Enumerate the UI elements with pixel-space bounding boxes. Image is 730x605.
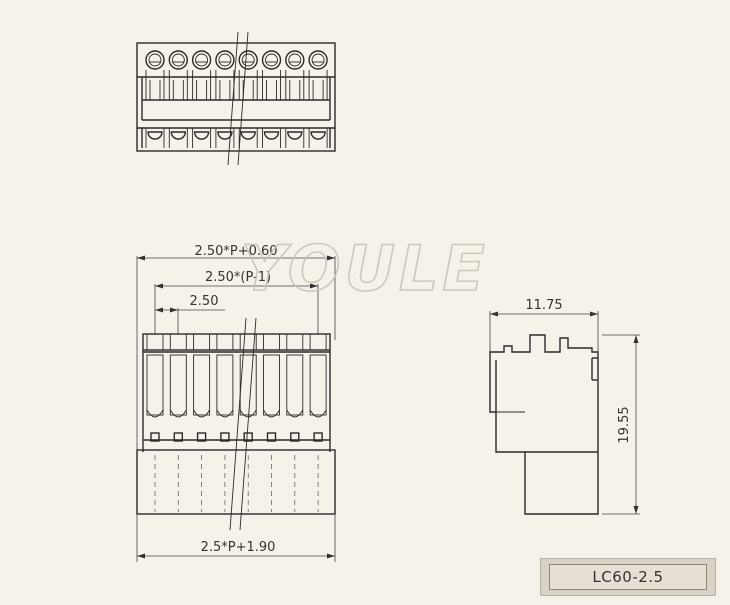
dim-depth: 11.75 — [525, 298, 562, 313]
pin-contact-bottom — [240, 131, 256, 140]
pin-circle-outer — [191, 50, 212, 70]
pin-cavity — [216, 354, 234, 416]
pin-cap — [169, 333, 187, 351]
pin-cavity-bottom — [309, 409, 327, 418]
pin-cavity — [193, 354, 211, 416]
pin-cap — [263, 333, 280, 351]
pin-circle-inner — [241, 53, 255, 67]
pin-cavity-bottom — [216, 409, 234, 418]
watermark-text: YOULE — [241, 232, 489, 305]
front-base-block — [136, 449, 336, 515]
pin-contact-bottom — [170, 131, 187, 140]
pin-circle-inner — [171, 53, 185, 67]
pin-cap — [309, 333, 327, 351]
top-view — [136, 42, 336, 152]
pin-circle-inner — [311, 53, 325, 67]
pin-cavity-bottom — [146, 409, 164, 418]
pin-cavity-bottom — [286, 409, 304, 418]
pin-square — [266, 432, 277, 442]
pin-square — [196, 432, 207, 442]
pin-cavity-bottom — [263, 409, 280, 418]
break-lines — [227, 31, 257, 531]
front-top-band — [142, 333, 331, 351]
pin-circle-outer — [168, 50, 189, 70]
pin-square — [220, 432, 230, 442]
side-profile — [489, 334, 599, 515]
pin-cap — [146, 333, 164, 351]
pin-circle-outer — [308, 50, 328, 70]
pin-cavity — [169, 354, 187, 416]
pin-contact-bottom — [147, 131, 163, 140]
dim-total-bottom: 2.5*P+1.90 — [201, 540, 276, 555]
pin-cavity-bottom — [193, 409, 210, 418]
pin-circle-outer — [215, 50, 235, 70]
pin-contact-bottom — [263, 131, 280, 140]
front-view-pins — [146, 333, 327, 512]
top-view-outline — [136, 42, 336, 152]
pin-contact-bottom — [287, 131, 303, 140]
pin-contact-bottom — [310, 131, 326, 140]
pin-square — [173, 432, 184, 442]
dim-height: 19.55 — [617, 406, 632, 443]
pin-square — [243, 432, 253, 442]
pin-circle-inner — [265, 53, 278, 67]
pin-cavity — [286, 354, 304, 416]
pin-cavity — [146, 354, 164, 416]
side-view: 11.75 19.55 — [489, 298, 640, 515]
pin-circle-outer — [238, 50, 258, 70]
model-label: LC60-2.5 — [549, 564, 707, 590]
pin-circle-inner — [218, 53, 232, 67]
dim-pitch-span: 2.50*(P-1) — [205, 270, 271, 285]
dim-total-top: 2.50*P+0.60 — [194, 244, 277, 259]
pin-cavity — [239, 354, 257, 416]
pin-contact-bottom — [217, 131, 233, 140]
pin-square — [290, 432, 300, 442]
pin-cap — [286, 333, 304, 351]
pin-square — [313, 432, 323, 442]
dim-pitch: 2.50 — [190, 294, 219, 309]
pin-cavity — [263, 354, 280, 416]
front-view: 2.50*P+0.60 2.50*(P-1) 2.50 2.5*P+1.90 — [136, 244, 336, 562]
pin-contact-bottom — [193, 131, 210, 140]
pin-circle-outer — [145, 50, 165, 70]
model-label-box: LC60-2.5 — [540, 558, 716, 596]
pin-circle-inner — [148, 53, 162, 67]
pin-cavity — [309, 354, 327, 416]
pin-circle-outer — [261, 50, 282, 70]
pin-cap — [239, 333, 257, 351]
pin-cavity-bottom — [169, 409, 187, 418]
pin-square — [150, 432, 160, 442]
pin-circle-outer — [285, 50, 305, 70]
pin-cap — [193, 333, 211, 351]
pin-cap — [216, 333, 234, 351]
pin-circle-inner — [195, 53, 209, 67]
pin-circle-inner — [288, 53, 302, 67]
